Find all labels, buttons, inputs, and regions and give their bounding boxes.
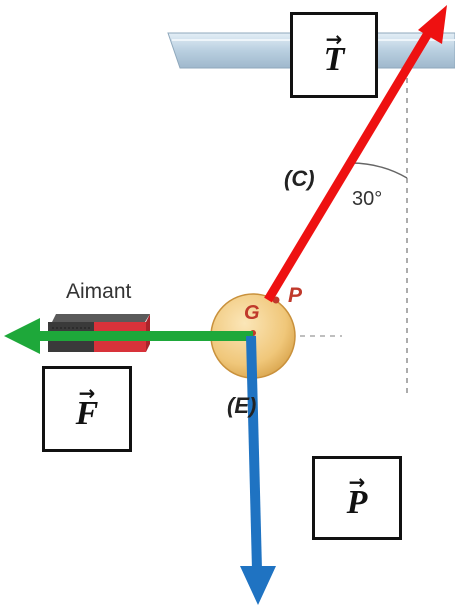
force-vector-box: → F [42, 366, 132, 452]
weight-arrow-head [240, 566, 276, 605]
force-arrow-head [4, 318, 40, 354]
attachment-point-label: P [288, 284, 303, 307]
angle-label: 30° [352, 188, 383, 210]
wire-label: (C) [284, 166, 315, 191]
weight-vector-box: → P [312, 456, 402, 540]
magnet-top-face [52, 314, 150, 322]
vector-arrow-icon: → [348, 470, 366, 494]
vector-arrow-icon: → [78, 381, 96, 405]
weight-symbol: P [346, 484, 368, 521]
tension-arrow-shaft [264, 27, 434, 303]
tension-arrow-head [418, 5, 447, 44]
ball-label: (E) [227, 393, 257, 418]
center-label: G [244, 302, 260, 324]
tension-vector-label: → T [323, 29, 345, 78]
force-symbol: F [75, 395, 99, 432]
angle-arc [350, 162, 408, 179]
tension-symbol: T [323, 41, 345, 78]
weight-vector-label: → P [346, 472, 368, 521]
vector-arrow-icon: → [325, 27, 343, 51]
weight-arrow-shaft [246, 335, 262, 571]
tension-vector-box: → T [290, 12, 378, 98]
magnet-label: Aimant [66, 280, 132, 303]
force-vector-label: → F [75, 383, 99, 432]
